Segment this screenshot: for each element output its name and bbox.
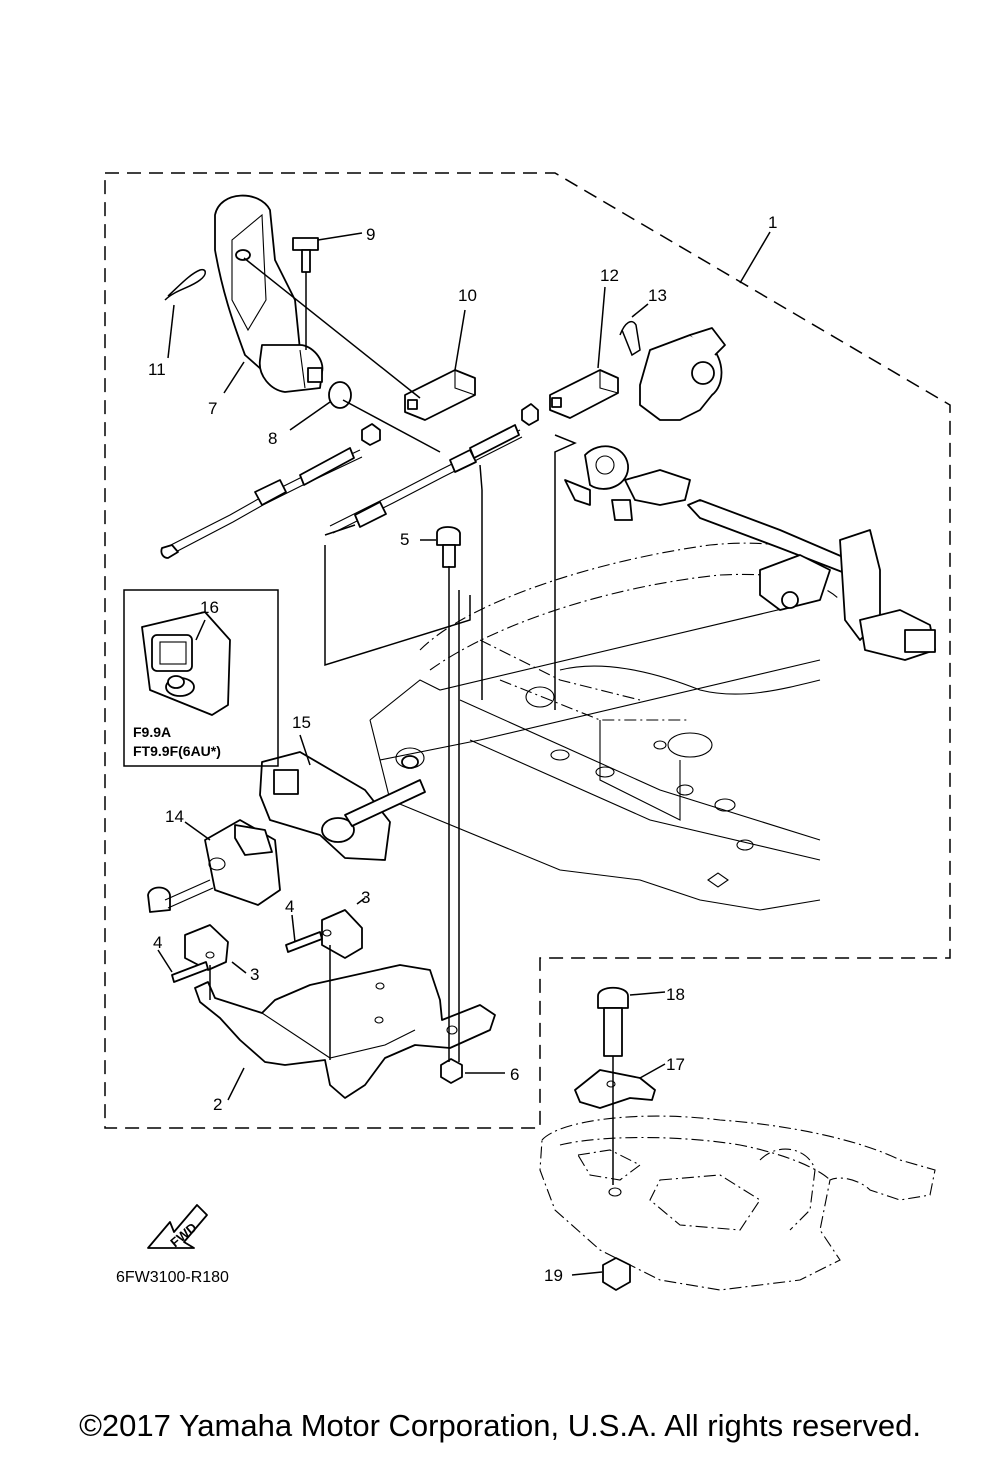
callout-13: 13 xyxy=(648,286,667,305)
part-2-bracket xyxy=(194,964,496,1099)
callout-2: 2 xyxy=(213,1095,222,1114)
part-4-pin-right xyxy=(285,931,323,953)
variant-label-1: F9.9A xyxy=(133,724,171,740)
callout-8: 8 xyxy=(268,429,277,448)
callout-9: 9 xyxy=(366,225,375,244)
part-19-nut xyxy=(602,1257,631,1291)
callout-7: 7 xyxy=(208,399,217,418)
lower-mount-bracket xyxy=(539,1115,936,1291)
part-12-joint xyxy=(549,369,619,419)
variant-label-2: FT9.9F(6AU*) xyxy=(133,743,221,759)
cowling-outline xyxy=(369,542,841,911)
part-5-bolt xyxy=(436,526,461,568)
shift-shaft-assembly xyxy=(564,445,936,661)
part-9-bolt xyxy=(292,237,319,273)
callout-15: 15 xyxy=(292,713,311,732)
callout-3-right: 3 xyxy=(361,888,370,907)
variant-inset-box xyxy=(123,589,279,767)
callout-11: 11 xyxy=(148,360,166,379)
callout-19: 19 xyxy=(544,1266,563,1285)
fwd-arrow-icon: FWD xyxy=(147,1204,208,1250)
reference-code: 6FW3100-R180 xyxy=(116,1269,229,1286)
callout-12: 12 xyxy=(600,266,619,285)
part-16-shift-cam xyxy=(141,611,231,716)
part-3-damper-left xyxy=(184,924,229,971)
part-4-pin-left xyxy=(171,961,209,983)
callout-1: 1 xyxy=(768,213,777,232)
callout-14: 14 xyxy=(165,807,184,826)
callout-17: 17 xyxy=(666,1055,685,1074)
part-8-circlip xyxy=(328,381,352,409)
callout-10: 10 xyxy=(458,286,477,305)
leader-lines xyxy=(157,231,771,1276)
part-11-clip xyxy=(164,268,206,301)
callout-4-left: 4 xyxy=(153,933,162,952)
callout-6: 6 xyxy=(510,1065,519,1084)
callout-labels: 1 2 3 3 4 4 5 6 7 8 9 10 11 12 13 14 15 … xyxy=(148,213,777,1285)
shift-arm xyxy=(639,327,726,421)
part-13-clip xyxy=(619,320,641,357)
part-15-shift-cam xyxy=(259,751,426,861)
callout-18: 18 xyxy=(666,985,685,1004)
part-14-bolt xyxy=(147,879,214,913)
nut-left xyxy=(361,423,381,446)
part-18-bolt xyxy=(597,986,629,1057)
parts-diagram: 1 2 3 3 4 4 5 6 7 8 9 10 11 12 13 14 15 … xyxy=(104,172,951,1291)
shift-cables xyxy=(160,424,523,559)
part-3-damper-right xyxy=(321,909,363,959)
callout-5: 5 xyxy=(400,530,409,549)
callout-16: 16 xyxy=(200,598,219,617)
assembly-boundary-1 xyxy=(104,172,951,1129)
callout-3-left: 3 xyxy=(250,965,259,984)
copyright-notice: ©2017 Yamaha Motor Corporation, U.S.A. A… xyxy=(79,1408,921,1443)
part-14-holder xyxy=(204,819,281,906)
nut-right xyxy=(521,403,539,426)
part-7-shift-lever xyxy=(214,194,324,393)
part-6-nut xyxy=(440,1058,463,1084)
callout-4-right: 4 xyxy=(285,897,294,916)
